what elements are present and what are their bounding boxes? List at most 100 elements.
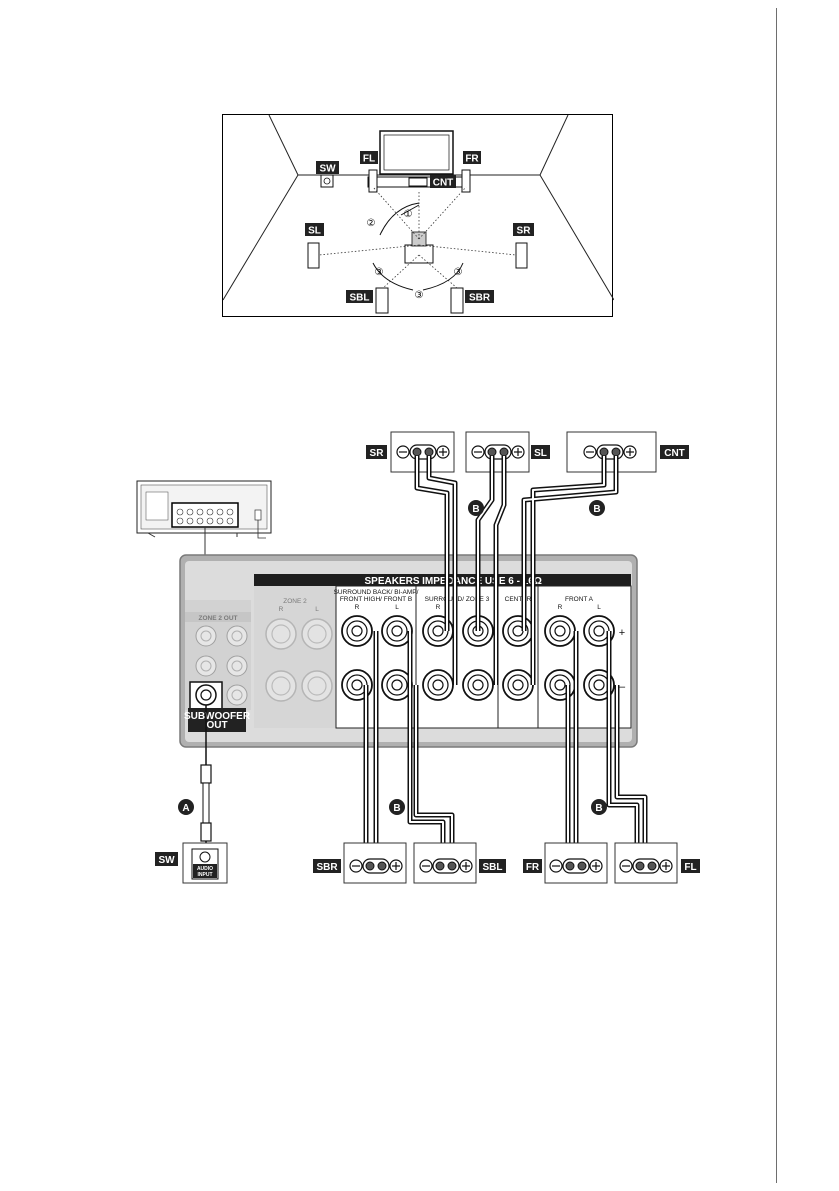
label-sw: SW	[316, 161, 339, 175]
cable-marker-b-4: B	[591, 799, 607, 815]
svg-text:CNT: CNT	[433, 178, 454, 189]
fl-speaker-icon	[368, 169, 378, 193]
angle-3-marker-bottom: ③	[415, 290, 424, 301]
svg-text:SW: SW	[319, 164, 336, 175]
label-fl: FL	[360, 151, 378, 165]
subwoofer-cable	[200, 705, 212, 852]
speaker-box-cnt	[566, 431, 657, 473]
label-sbl-box: SBL	[479, 859, 506, 873]
angle-1-marker: ①	[404, 209, 413, 220]
label-fr-box: FR	[523, 859, 542, 873]
label-sl-box: SL	[531, 445, 550, 459]
cnt-speaker-icon	[408, 177, 428, 187]
cable-marker-b-1: B	[468, 500, 484, 516]
cable-marker-b-2: B	[589, 500, 605, 516]
listener-seat-icon	[404, 244, 434, 264]
speaker-box-sw: AUDIO INPUT	[182, 842, 228, 884]
fa-l-label: L	[597, 604, 601, 611]
zone2-out-section: ZONE 2 OUT	[185, 600, 251, 710]
speaker-box-sbl	[413, 842, 477, 884]
fa-r-label: R	[558, 604, 563, 611]
svg-text:SBR: SBR	[316, 862, 338, 873]
fr-speaker-icon	[461, 169, 471, 193]
svg-text:B: B	[593, 504, 600, 515]
label-sbr-box: SBR	[313, 859, 341, 873]
sl-speaker-icon	[307, 242, 320, 269]
svg-text:FL: FL	[363, 154, 375, 165]
angle-arcs	[372, 202, 464, 291]
subwoofer-out-label-1: SUBWOOFER	[184, 711, 251, 722]
sr-speaker-icon	[515, 242, 528, 269]
room-layout-frame: ① ② ③ ③ ③ SW FL FR CNT SL SR SBL SBR	[222, 114, 615, 317]
svg-text:FL: FL	[684, 862, 696, 873]
svg-text:FR: FR	[526, 862, 540, 873]
angle-guide-lines	[318, 186, 517, 289]
speakers-header: SPEAKERS	[364, 576, 419, 587]
front-high-label: FRONT HIGH/ FRONT B	[340, 596, 412, 603]
subwoofer-out-label-2: OUT	[206, 720, 227, 731]
svg-text:FR: FR	[465, 154, 479, 165]
svg-text:A: A	[182, 803, 189, 814]
plus-label: +	[619, 627, 625, 639]
sbr-speaker-icon	[450, 287, 464, 314]
label-sr-box: SR	[366, 445, 387, 459]
zone2-r-label: R	[279, 606, 284, 613]
speaker-box-fr	[544, 842, 608, 884]
zone2-out-label: ZONE 2 OUT	[198, 615, 237, 622]
speaker-box-sl	[465, 431, 530, 473]
surround-back-label: SURROUND BACK/ BI-AMP/	[334, 589, 419, 596]
sbl-speaker-icon	[375, 287, 389, 314]
label-sr: SR	[513, 223, 534, 237]
impedance-header: IMPEDANCE USE 6 - 16Ω	[422, 576, 542, 587]
label-fr: FR	[463, 151, 481, 165]
label-fl-box: FL	[681, 859, 700, 873]
label-sw-box: SW	[155, 852, 178, 866]
cable-marker-a: A	[178, 799, 194, 815]
speaker-cables	[363, 456, 648, 854]
speaker-box-sbr	[343, 842, 407, 884]
svg-text:SBL: SBL	[350, 293, 370, 304]
front-a-label: FRONT A	[565, 596, 594, 603]
binding-posts	[341, 615, 615, 701]
audio-input-label-2: INPUT	[198, 872, 213, 878]
room-walls	[222, 114, 615, 301]
zone2-l-label: L	[315, 606, 319, 613]
label-cnt-box: CNT	[660, 445, 689, 459]
svg-text:SL: SL	[308, 226, 321, 237]
cable-marker-b-3: B	[389, 799, 405, 815]
svg-text:B: B	[393, 803, 400, 814]
svg-text:B: B	[472, 504, 479, 515]
angle-2-marker: ②	[367, 218, 376, 229]
surround-zone3-label: SURROUND/ ZONE 3	[425, 596, 490, 603]
label-sbl: SBL	[346, 290, 373, 304]
speaker-box-sr	[390, 431, 455, 473]
svg-text:SBL: SBL	[483, 862, 503, 873]
audio-input-label-1: AUDIO	[197, 866, 213, 872]
speakers-section: SPEAKERS IMPEDANCE USE 6 - 16Ω ZONE 2 R …	[254, 574, 632, 729]
zone2-label: ZONE 2	[283, 598, 307, 605]
receiver-overview-icon	[136, 480, 272, 539]
svg-text:SL: SL	[534, 448, 547, 459]
label-sbr: SBR	[465, 290, 494, 304]
svg-text:SW: SW	[158, 855, 175, 866]
sur-l-label: L	[476, 604, 480, 611]
center-label: CENTER	[505, 596, 532, 603]
svg-text:B: B	[595, 803, 602, 814]
room-layout-diagram: ① ② ③ ③ ③ SW FL FR CNT SL SR SBL SBR	[222, 114, 615, 314]
page-margin-line	[776, 8, 777, 1183]
angle-3-marker-left: ③	[375, 267, 384, 278]
svg-text:SR: SR	[517, 226, 532, 237]
sur-r-label: R	[436, 604, 441, 611]
receiver-rear-panel	[179, 554, 638, 748]
minus-label: –	[619, 681, 626, 693]
subwoofer-out-jack: SUBWOOFER OUT	[184, 681, 251, 732]
sb-r-label: R	[355, 604, 360, 611]
speaker-box-fl	[614, 842, 678, 884]
svg-text:CNT: CNT	[664, 448, 685, 459]
sw-speaker-icon	[320, 174, 334, 188]
label-cnt: CNT	[430, 175, 456, 189]
label-sl: SL	[305, 223, 324, 237]
svg-text:SR: SR	[370, 448, 385, 459]
svg-text:SBR: SBR	[469, 293, 491, 304]
angle-3-marker-right: ③	[454, 267, 463, 278]
